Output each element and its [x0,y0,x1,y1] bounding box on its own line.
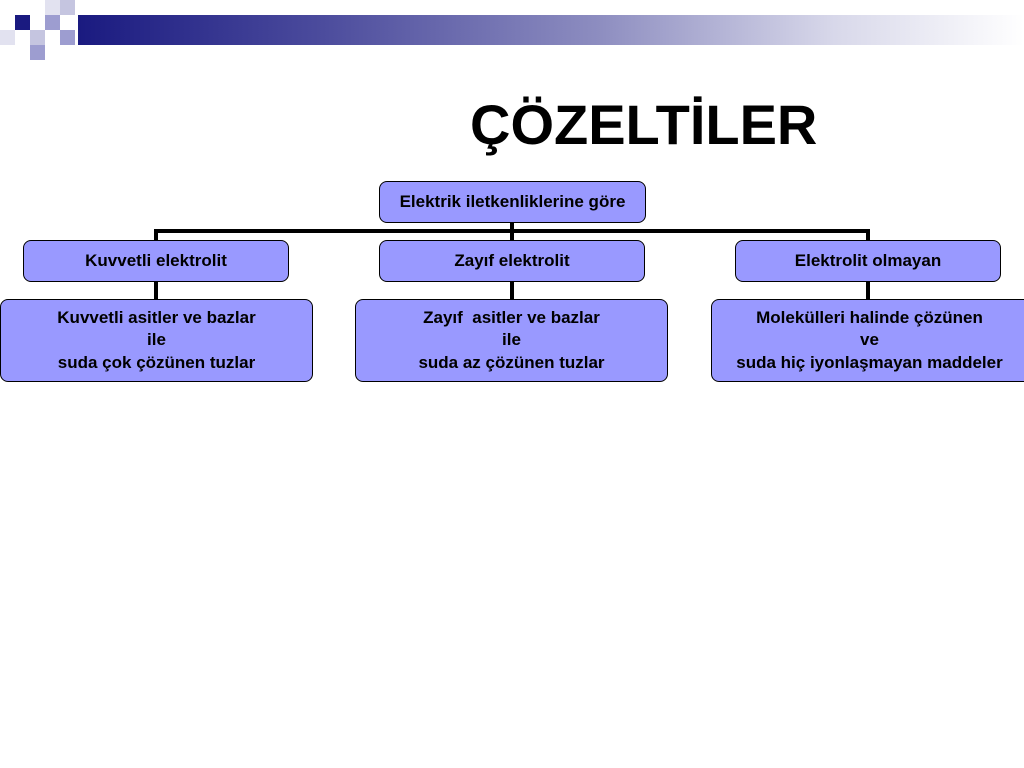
desc-line: Zayıf asitler ve bazlar [423,308,600,328]
slide-title: ÇÖZELTİLER [470,93,818,156]
desc-line: ve [860,330,879,350]
node-label: Elektrolit olmayan [794,250,942,270]
header-square [30,15,45,30]
header-square [45,0,60,15]
node-kuvvetli-elektrolit: Kuvvetli elektrolit [23,240,289,282]
desc-node-olmayan: Molekülleri halinde çözünen ve suda hiç … [711,299,1024,382]
desc-line: Molekülleri halinde çözünen [756,308,983,328]
desc-line: Kuvvetli asitler ve bazlar [57,308,256,328]
desc-line: suda hiç iyonlaşmayan maddeler [736,352,1003,372]
header-square [15,15,30,30]
header-square [45,15,60,30]
root-node: Elektrik iletkenliklerine göre [379,181,646,223]
node-zayif-elektrolit: Zayıf elektrolit [379,240,645,282]
desc-node-kuvvetli: Kuvvetli asitler ve bazlar ile suda çok … [0,299,313,382]
header-square [0,30,15,45]
header-square [30,30,45,45]
desc-line: ile [147,330,166,350]
desc-node-zayif: Zayıf asitler ve bazlar ile suda az çözü… [355,299,668,382]
header-square [60,30,75,45]
node-label: Kuvvetli elektrolit [85,250,227,270]
node-elektrolit-olmayan: Elektrolit olmayan [735,240,1001,282]
desc-line: ile [502,330,521,350]
header-gradient-bar [78,15,1024,45]
root-node-label: Elektrik iletkenliklerine göre [399,191,626,211]
desc-line: suda az çözünen tuzlar [418,352,605,372]
header-square [30,45,45,60]
desc-line: suda çok çözünen tuzlar [57,352,256,372]
header-square [60,0,75,15]
node-label: Zayıf elektrolit [454,250,570,270]
